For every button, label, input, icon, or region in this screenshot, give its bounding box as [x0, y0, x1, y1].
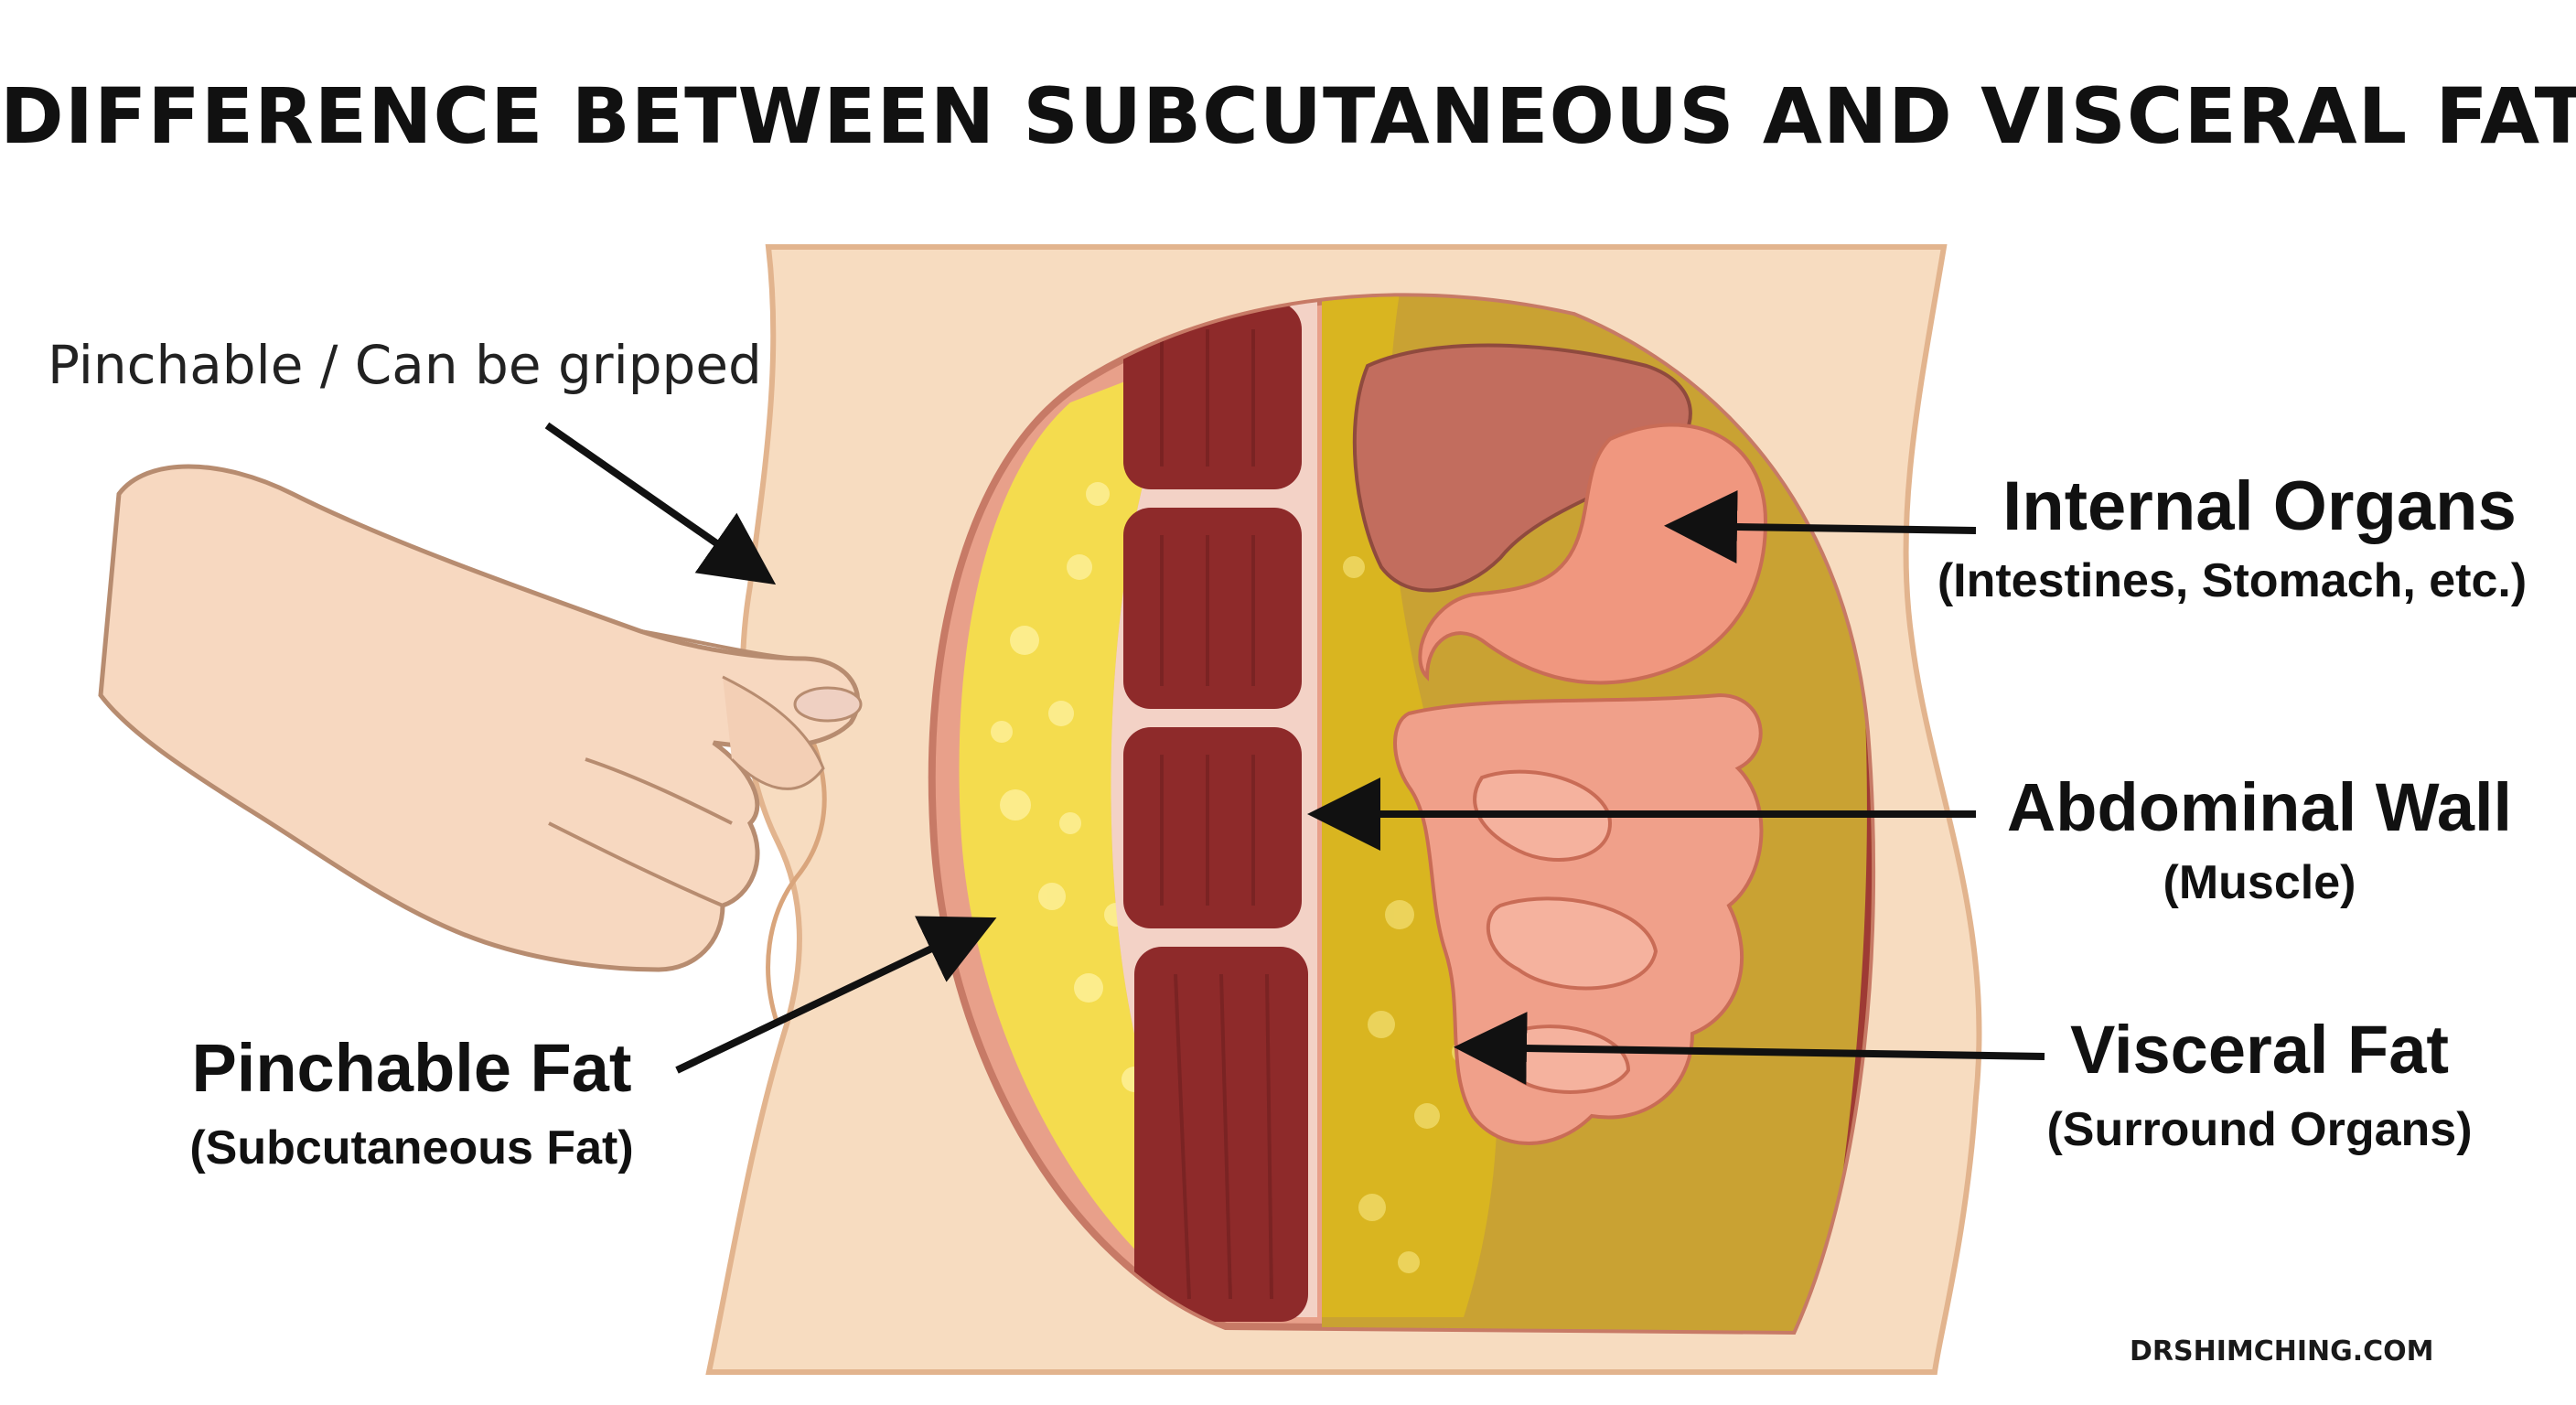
arrow-icon — [544, 422, 777, 585]
pinchable-fat-sublabel: (Subcutaneous Fat) — [189, 1121, 634, 1174]
abdominal-wall-label: Abdominal Wall — [2006, 769, 2513, 845]
arrow-icon — [1664, 489, 1977, 563]
pinch-hint-label: Pinchable / Can be gripped — [48, 334, 762, 396]
arrow-icon — [675, 916, 997, 1074]
abdominal-wall-sublabel: (Muscle) — [2163, 856, 2356, 909]
visceral-fat-sublabel: (Surround Organs) — [2046, 1103, 2473, 1156]
stomach — [1418, 423, 1768, 685]
subcutaneous-fat-layer — [959, 357, 1272, 1317]
hand-illustration — [98, 464, 863, 972]
internal-organs-label: Internal Organs — [2002, 467, 2517, 545]
site-credit: DRSHIMCHING.COM — [2130, 1335, 2434, 1367]
pinchable-fat-label: Pinchable Fat — [191, 1030, 632, 1106]
internal-organs-sublabel: (Intestines, Stomach, etc.) — [1937, 554, 2528, 607]
page-title: DIFFERENCE BETWEEN SUBCUTANEOUS AND VISC… — [0, 71, 2576, 161]
visceral-fat-layer — [1322, 296, 1497, 1317]
arrow-icon — [1454, 1012, 2045, 1086]
visceral-fat-label: Visceral Fat — [2069, 1012, 2450, 1088]
